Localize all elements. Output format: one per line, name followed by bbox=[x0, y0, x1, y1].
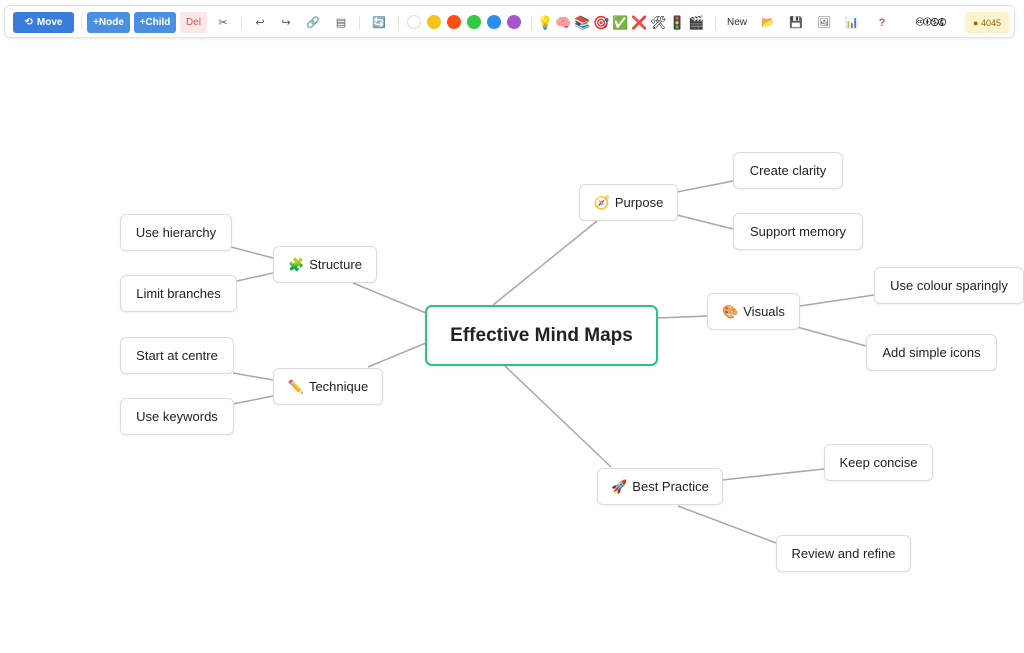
help-button[interactable]: ? bbox=[878, 16, 886, 29]
add-child-button[interactable]: +Child bbox=[134, 12, 176, 33]
central-topic-node[interactable]: Effective Mind Maps bbox=[425, 305, 658, 366]
link-technique-keywords bbox=[232, 395, 274, 405]
puzzle-icon: 🧩 bbox=[288, 256, 305, 272]
rocket-icon: 🚀 bbox=[611, 478, 628, 494]
branch-label: Purpose bbox=[614, 195, 664, 210]
color-green[interactable] bbox=[467, 15, 481, 29]
link-center-purpose bbox=[492, 220, 598, 306]
license-badge: 🅭🅯🄏🅮 bbox=[916, 15, 946, 29]
leaf-node-start-at-centre[interactable]: Start at centre bbox=[120, 337, 234, 374]
leaf-node-limit-branches[interactable]: Limit branches bbox=[120, 275, 237, 312]
separator bbox=[398, 16, 399, 30]
color-purple[interactable] bbox=[507, 15, 521, 29]
link-bestpractice-refine bbox=[677, 505, 777, 544]
separator bbox=[241, 16, 242, 30]
target-icon[interactable]: 🎯 bbox=[593, 14, 610, 30]
lightbulb-icon[interactable]: 💡 bbox=[537, 14, 554, 30]
leaf-node-review-and-refine[interactable]: Review and refine bbox=[776, 535, 911, 572]
leaf-node-support-memory[interactable]: Support memory bbox=[733, 213, 863, 250]
branch-label: Visuals bbox=[743, 304, 785, 319]
link-center-structure bbox=[352, 282, 427, 314]
toolbar: ⟲ Move +Node +Child Del ✂ ↩ ↪ 🔗 ▤ 🔄 💡 🧠 … bbox=[4, 5, 1015, 38]
leaf-node-use-colour-sparingly[interactable]: Use colour sparingly bbox=[874, 267, 1024, 304]
move-label: Move bbox=[36, 17, 63, 28]
score-badge: ● 4045 bbox=[965, 12, 1009, 33]
leaf-node-use-hierarchy[interactable]: Use hierarchy bbox=[120, 214, 232, 251]
link-purpose-memory bbox=[676, 214, 734, 230]
refresh-icon[interactable]: 🔄 bbox=[372, 17, 386, 29]
color-yellow[interactable] bbox=[427, 15, 441, 29]
brain-icon[interactable]: 🧠 bbox=[555, 14, 572, 30]
separator bbox=[531, 16, 532, 30]
clapper-icon[interactable]: 🎬 bbox=[688, 14, 705, 30]
books-icon[interactable]: 📚 bbox=[574, 14, 591, 30]
separator bbox=[81, 16, 82, 30]
branch-label: Best Practice bbox=[632, 479, 709, 494]
delete-button[interactable]: Del bbox=[180, 12, 207, 33]
link-structure-branches bbox=[236, 272, 274, 282]
undo-icon[interactable]: ↩ bbox=[255, 17, 265, 29]
link-structure-hierarchy bbox=[230, 246, 274, 259]
chart-icon[interactable]: 📊 bbox=[845, 17, 859, 29]
branch-label: Technique bbox=[308, 379, 369, 394]
branch-node-purpose[interactable]: 🧭 Purpose bbox=[579, 184, 678, 221]
branch-node-structure[interactable]: 🧩 Structure bbox=[273, 246, 377, 283]
link-center-technique bbox=[367, 342, 427, 368]
link-technique-centre bbox=[232, 372, 274, 381]
tools-icon[interactable]: 🛠 bbox=[650, 14, 667, 30]
open-icon[interactable]: 📂 bbox=[761, 17, 775, 29]
check-icon[interactable]: ✅ bbox=[612, 14, 629, 30]
new-button[interactable]: New bbox=[726, 17, 747, 28]
link-visuals-colour bbox=[799, 294, 875, 307]
image-export-icon[interactable]: 🖼 bbox=[817, 17, 831, 29]
cut-icon[interactable]: ✂ bbox=[218, 17, 228, 29]
separator bbox=[715, 16, 716, 30]
link-bestpractice-concise bbox=[721, 468, 825, 481]
save-icon[interactable]: 💾 bbox=[789, 17, 803, 29]
color-orange[interactable] bbox=[447, 15, 461, 29]
add-node-button[interactable]: +Node bbox=[87, 12, 130, 33]
branch-label: Structure bbox=[309, 257, 362, 272]
note-icon[interactable]: ▤ bbox=[335, 17, 347, 29]
color-white[interactable] bbox=[407, 15, 421, 29]
move-button[interactable]: ⟲ Move bbox=[13, 12, 74, 33]
link-center-visuals bbox=[657, 315, 708, 319]
pencil-icon: ✏️ bbox=[287, 378, 304, 394]
link-purpose-clarity bbox=[676, 180, 734, 193]
compass-icon: 🧭 bbox=[593, 194, 610, 210]
color-blue[interactable] bbox=[487, 15, 501, 29]
leaf-node-create-clarity[interactable]: Create clarity bbox=[733, 152, 843, 189]
redo-icon[interactable]: ↪ bbox=[281, 17, 291, 29]
branch-node-technique[interactable]: ✏️ Technique bbox=[273, 368, 383, 405]
branch-node-visuals[interactable]: 🎨 Visuals bbox=[707, 293, 800, 330]
branch-node-best-practice[interactable]: 🚀 Best Practice bbox=[597, 468, 723, 505]
cross-icon[interactable]: ❌ bbox=[631, 14, 648, 30]
move-icon: ⟲ bbox=[24, 17, 33, 28]
traffic-light-icon[interactable]: 🚦 bbox=[669, 14, 686, 30]
palette-icon: 🎨 bbox=[722, 303, 739, 319]
separator bbox=[359, 16, 360, 30]
leaf-node-add-simple-icons[interactable]: Add simple icons bbox=[866, 334, 997, 371]
leaf-node-use-keywords[interactable]: Use keywords bbox=[120, 398, 234, 435]
link-visuals-icons bbox=[796, 326, 867, 347]
link-icon[interactable]: 🔗 bbox=[306, 17, 320, 29]
link-center-bestpractice bbox=[504, 365, 612, 468]
leaf-node-keep-concise[interactable]: Keep concise bbox=[824, 444, 933, 481]
